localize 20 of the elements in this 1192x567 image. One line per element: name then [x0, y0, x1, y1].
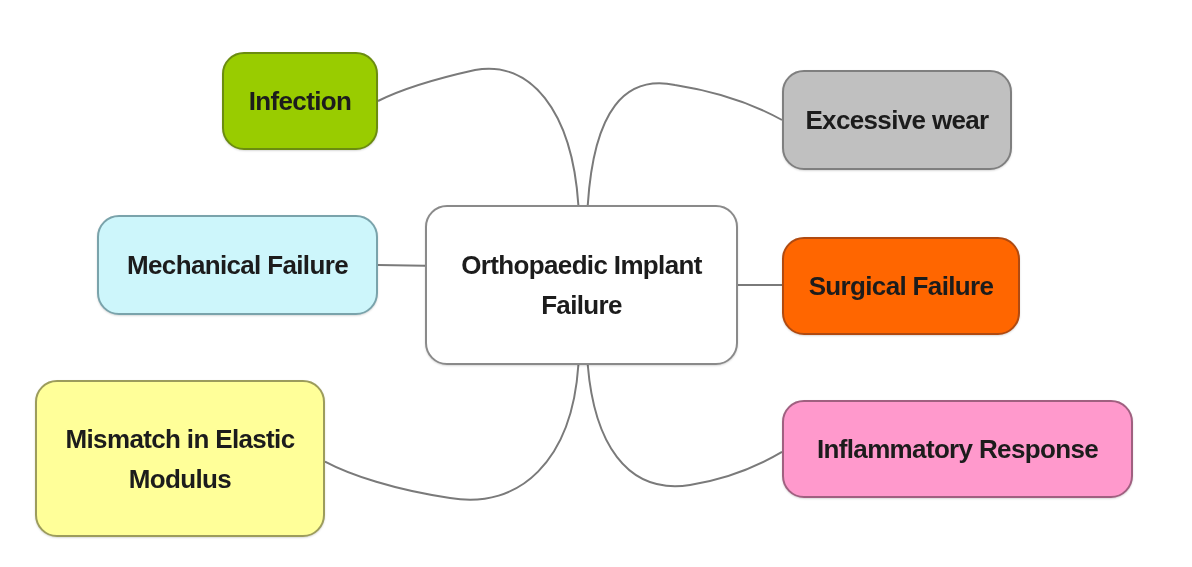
- connector-line: [324, 364, 580, 501]
- connector-line: [737, 284, 783, 286]
- topic-box: [222, 52, 378, 150]
- topic-label: Inflammatory Response: [816, 433, 1099, 466]
- topic-box: [97, 215, 378, 315]
- connector-line: [377, 264, 426, 267]
- topic-label: Infection: [248, 85, 352, 118]
- topic-box: [782, 70, 1012, 170]
- topic-box: [782, 400, 1133, 498]
- topic-label: Mechanical Failure: [127, 249, 348, 282]
- central-topic-box: [425, 205, 738, 365]
- topic-label: Mismatch in Elastic Modulus: [64, 422, 296, 496]
- topic-box: [35, 380, 325, 537]
- connector-line: [586, 364, 783, 488]
- central-topic-label: Orthopaedic Implant Failure: [460, 249, 703, 322]
- connector-line: [586, 82, 783, 206]
- topic-label: Surgical Failure: [808, 270, 994, 303]
- connector-line: [377, 67, 580, 206]
- topic-label: Excessive wear: [805, 104, 989, 137]
- topic-box: [782, 237, 1020, 335]
